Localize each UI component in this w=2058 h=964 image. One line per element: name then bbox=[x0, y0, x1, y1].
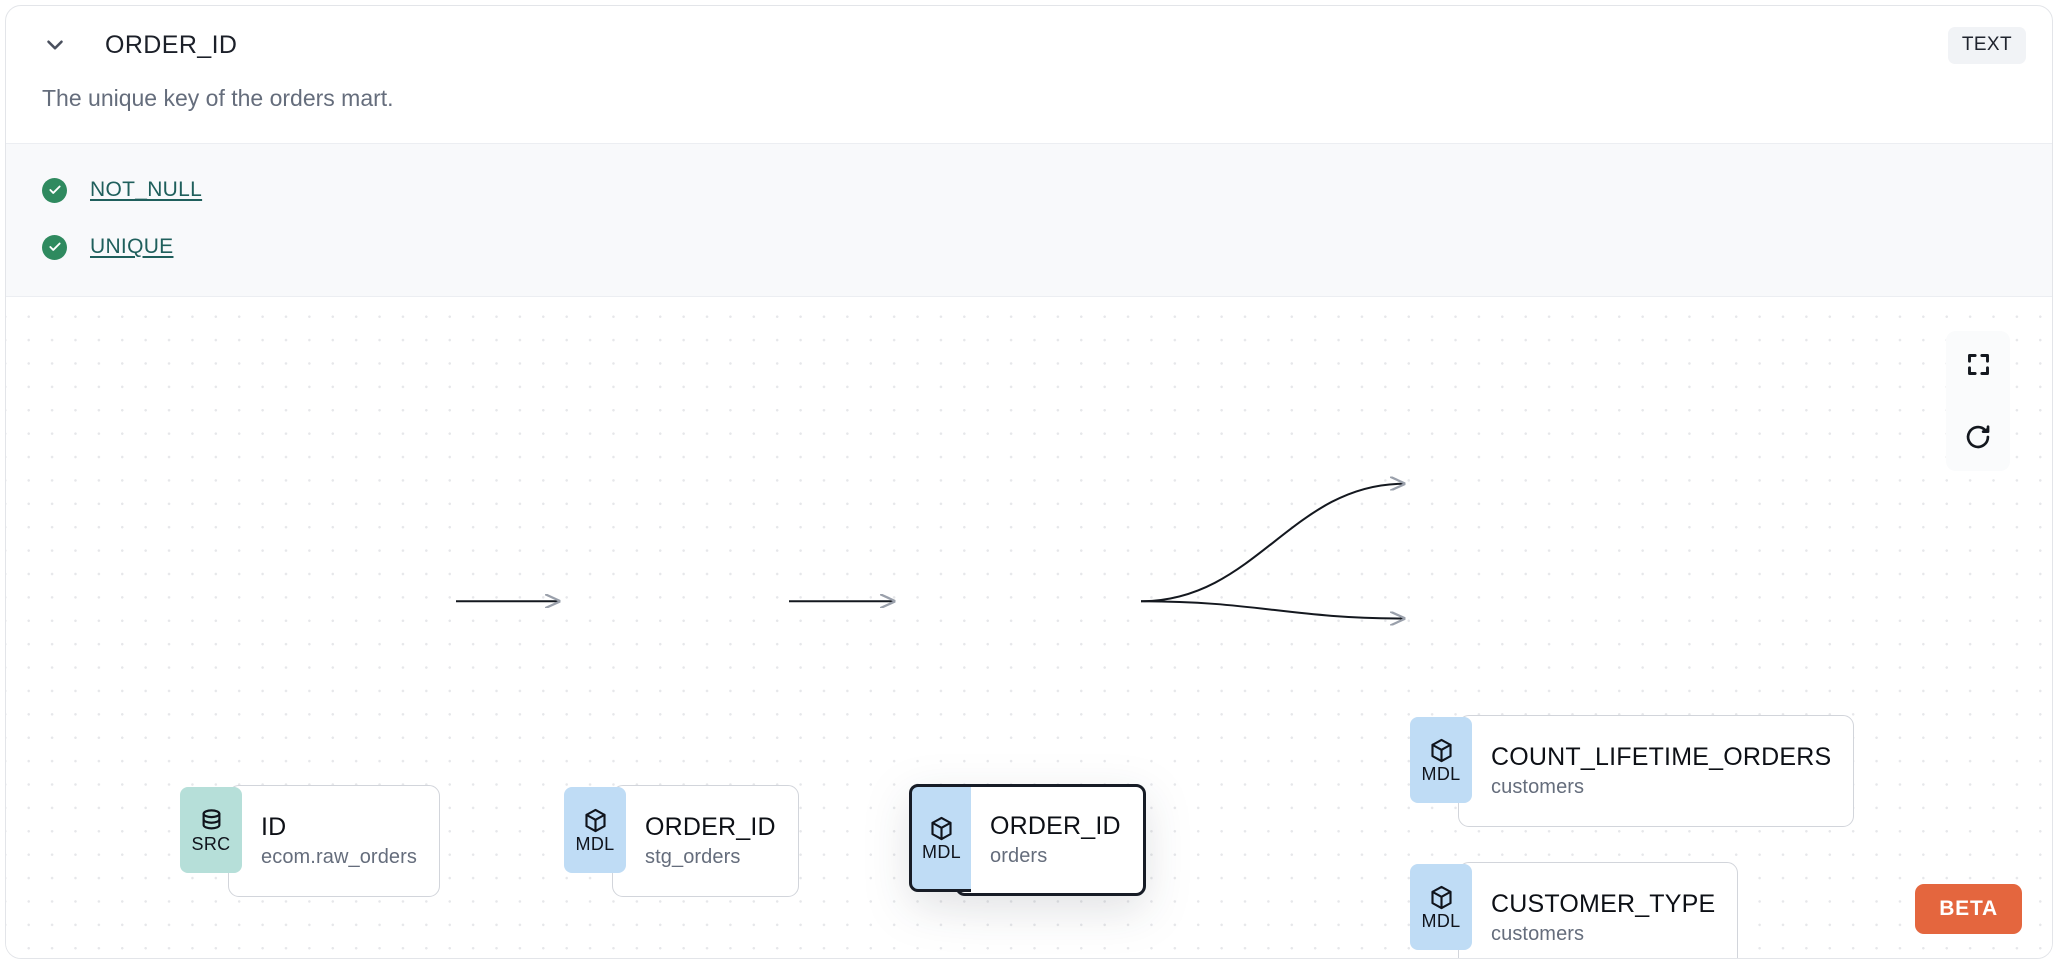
chevron-down-icon[interactable] bbox=[42, 32, 68, 58]
refresh-button[interactable] bbox=[1946, 402, 2010, 471]
test-row: NOT_NULL bbox=[42, 162, 2016, 219]
node-body: ORDER_ID orders bbox=[955, 783, 1146, 896]
node-kind-tag-mdl: MDL bbox=[1410, 863, 1472, 950]
page-title: ORDER_ID bbox=[105, 30, 238, 59]
cube-icon bbox=[1430, 738, 1452, 762]
node-name: ORDER_ID bbox=[990, 811, 1121, 840]
node-source: customers bbox=[1491, 775, 1585, 798]
refresh-icon bbox=[1966, 425, 1990, 449]
beta-badge[interactable]: BETA bbox=[1915, 884, 2022, 934]
column-detail-card: ORDER_ID TEXT The unique key of the orde… bbox=[5, 5, 2053, 959]
node-source: ecom.raw_orders bbox=[261, 845, 418, 868]
lineage-node-id[interactable]: SRC ID ecom.raw_orders bbox=[180, 784, 441, 897]
edge-n2-n4 bbox=[1140, 599, 1404, 618]
node-kind-tag-mdl: MDL bbox=[564, 786, 626, 873]
node-kind-label: MDL bbox=[1421, 910, 1461, 931]
canvas-controls bbox=[1946, 330, 2010, 471]
test-row: UNIQUE bbox=[42, 219, 2016, 276]
node-kind-label: SRC bbox=[191, 833, 231, 854]
node-name: CUSTOMER_TYPE bbox=[1491, 889, 1716, 918]
fit-view-button[interactable] bbox=[1946, 330, 2010, 399]
node-kind-tag-mdl: MDL bbox=[1410, 716, 1472, 803]
fit-view-icon bbox=[1967, 354, 1989, 376]
check-circle-icon bbox=[42, 234, 67, 260]
node-name: COUNT_LIFETIME_ORDERS bbox=[1491, 742, 1832, 771]
lineage-flow: SRC ID ecom.raw_orders MDL bbox=[6, 297, 2052, 958]
node-kind-tag-src: SRC bbox=[180, 786, 242, 873]
card-header: ORDER_ID TEXT bbox=[6, 6, 2052, 84]
cube-icon bbox=[584, 808, 606, 832]
test-link-unique[interactable]: UNIQUE bbox=[90, 235, 174, 259]
node-source: customers bbox=[1491, 922, 1585, 945]
test-link-not-null[interactable]: NOT_NULL bbox=[90, 178, 203, 202]
node-kind-label: MDL bbox=[1421, 763, 1461, 784]
node-body: ORDER_ID stg_orders bbox=[612, 784, 799, 897]
lineage-node-orders-focused[interactable]: MDL ORDER_ID orders bbox=[909, 783, 1146, 896]
column-description: The unique key of the orders mart. bbox=[42, 85, 394, 111]
node-body: COUNT_LIFETIME_ORDERS customers bbox=[1458, 714, 1855, 827]
column-type-badge: TEXT bbox=[1947, 26, 2026, 64]
node-source: orders bbox=[990, 844, 1048, 867]
node-name: ORDER_ID bbox=[645, 812, 776, 841]
node-kind-tag-mdl: MDL bbox=[909, 783, 971, 892]
tests-section: NOT_NULL UNIQUE bbox=[6, 142, 2052, 297]
lineage-node-count-lifetime-orders[interactable]: MDL COUNT_LIFETIME_ORDERS customers bbox=[1410, 714, 1855, 827]
node-source: stg_orders bbox=[645, 845, 741, 868]
database-icon bbox=[202, 809, 220, 830]
node-body: CUSTOMER_TYPE customers bbox=[1458, 861, 1739, 958]
node-kind-label: MDL bbox=[575, 833, 615, 854]
lineage-node-customer-type[interactable]: MDL CUSTOMER_TYPE customers bbox=[1410, 861, 1739, 958]
node-body: ID ecom.raw_orders bbox=[228, 784, 441, 897]
edge-n2-n3 bbox=[1140, 483, 1404, 602]
cube-icon bbox=[1430, 885, 1452, 909]
check-circle-icon bbox=[42, 177, 67, 203]
node-name: ID bbox=[261, 812, 287, 841]
node-kind-label: MDL bbox=[922, 841, 961, 862]
cube-icon bbox=[931, 816, 952, 840]
lineage-node-stg-orders[interactable]: MDL ORDER_ID stg_orders bbox=[564, 784, 799, 897]
lineage-canvas[interactable]: SRC ID ecom.raw_orders MDL bbox=[6, 296, 2052, 958]
